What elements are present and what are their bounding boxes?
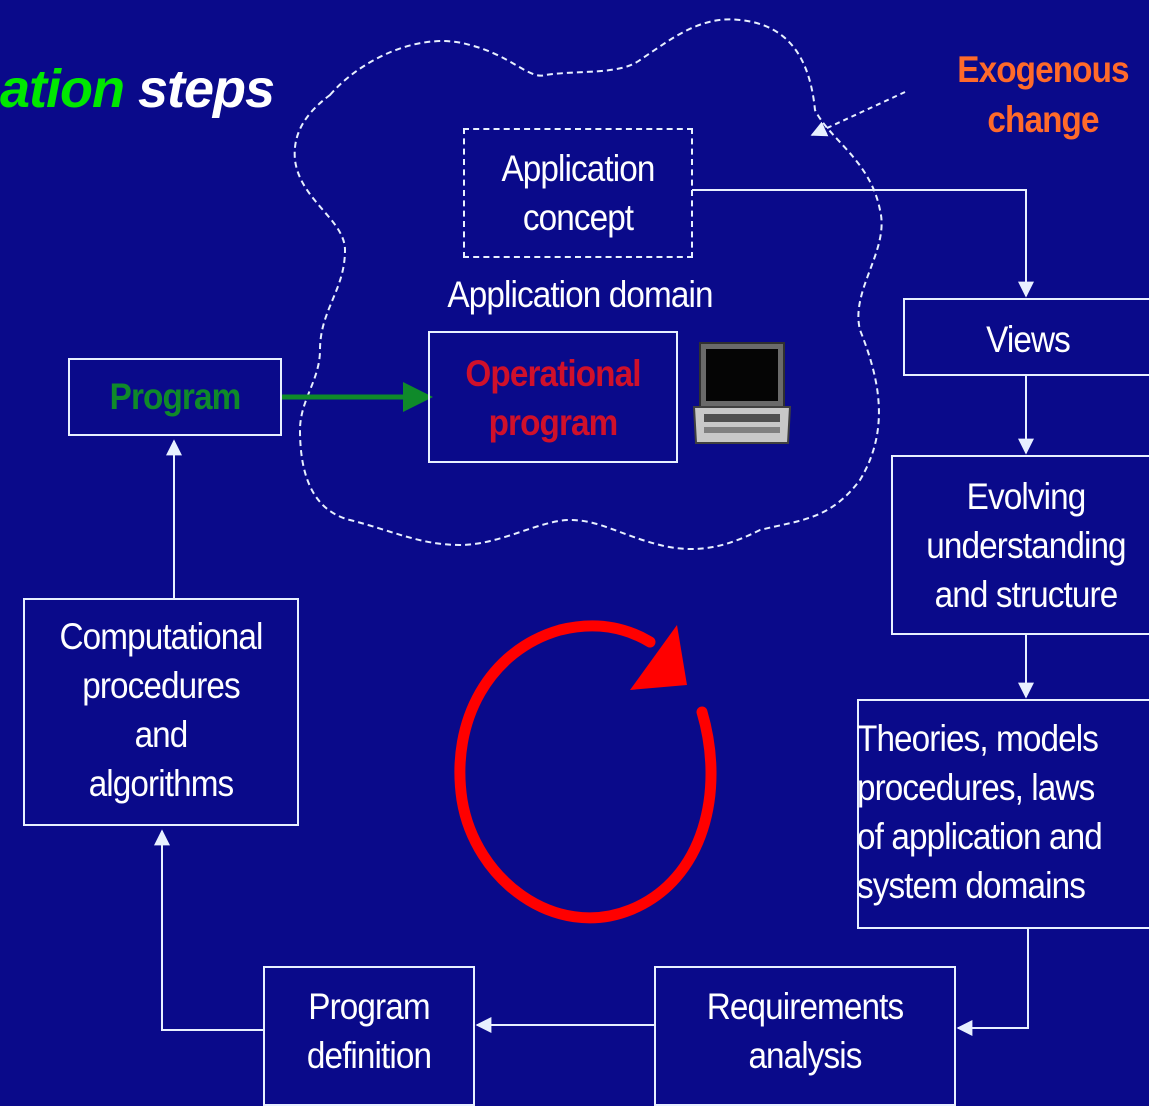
theories-label-clip: Theories, models procedures, laws of app… bbox=[857, 714, 1149, 914]
program-definition-label: Program definition bbox=[306, 986, 432, 1076]
cycle-arrow-icon bbox=[454, 620, 717, 924]
evolving-understanding-label: Evolving understanding and structure bbox=[926, 476, 1126, 615]
computational-procedures-label: Computational procedures and algorithms bbox=[59, 616, 263, 804]
slide-title: ation steps bbox=[0, 58, 275, 120]
application-concept-label: Application concept bbox=[501, 148, 655, 238]
operational-program-box bbox=[428, 331, 678, 463]
exogenous-change-label: Exogenous change bbox=[957, 49, 1129, 140]
concept-to-views-arrow bbox=[692, 189, 1034, 298]
slide-title-part-white: steps bbox=[124, 59, 275, 119]
requirements-analysis-label: Requirements analysis bbox=[706, 986, 904, 1076]
exogenous-arrow bbox=[810, 91, 906, 137]
program-box bbox=[68, 358, 282, 436]
program-label: Program bbox=[109, 376, 242, 417]
evolving-understanding-box bbox=[891, 455, 1149, 635]
application-concept-box bbox=[463, 128, 693, 258]
application-domain-label: Application domain bbox=[447, 274, 713, 315]
theories-label: Theories, models procedures, laws of app… bbox=[857, 718, 1103, 906]
views-box bbox=[903, 298, 1149, 376]
slide-title-part-green: ation bbox=[0, 59, 125, 119]
theories-box bbox=[857, 699, 1149, 929]
application-domain-cloud bbox=[293, 18, 883, 551]
views-label: Views bbox=[986, 319, 1071, 360]
theories-to-requirements-arrow bbox=[956, 928, 1029, 1036]
computer-terminal-icon bbox=[692, 342, 792, 444]
cycle-arrowhead bbox=[630, 625, 687, 690]
computational-procedures-box bbox=[23, 598, 299, 826]
operational-program-label: Operational program bbox=[465, 353, 641, 443]
definition-to-computational-arrow bbox=[154, 829, 263, 1031]
